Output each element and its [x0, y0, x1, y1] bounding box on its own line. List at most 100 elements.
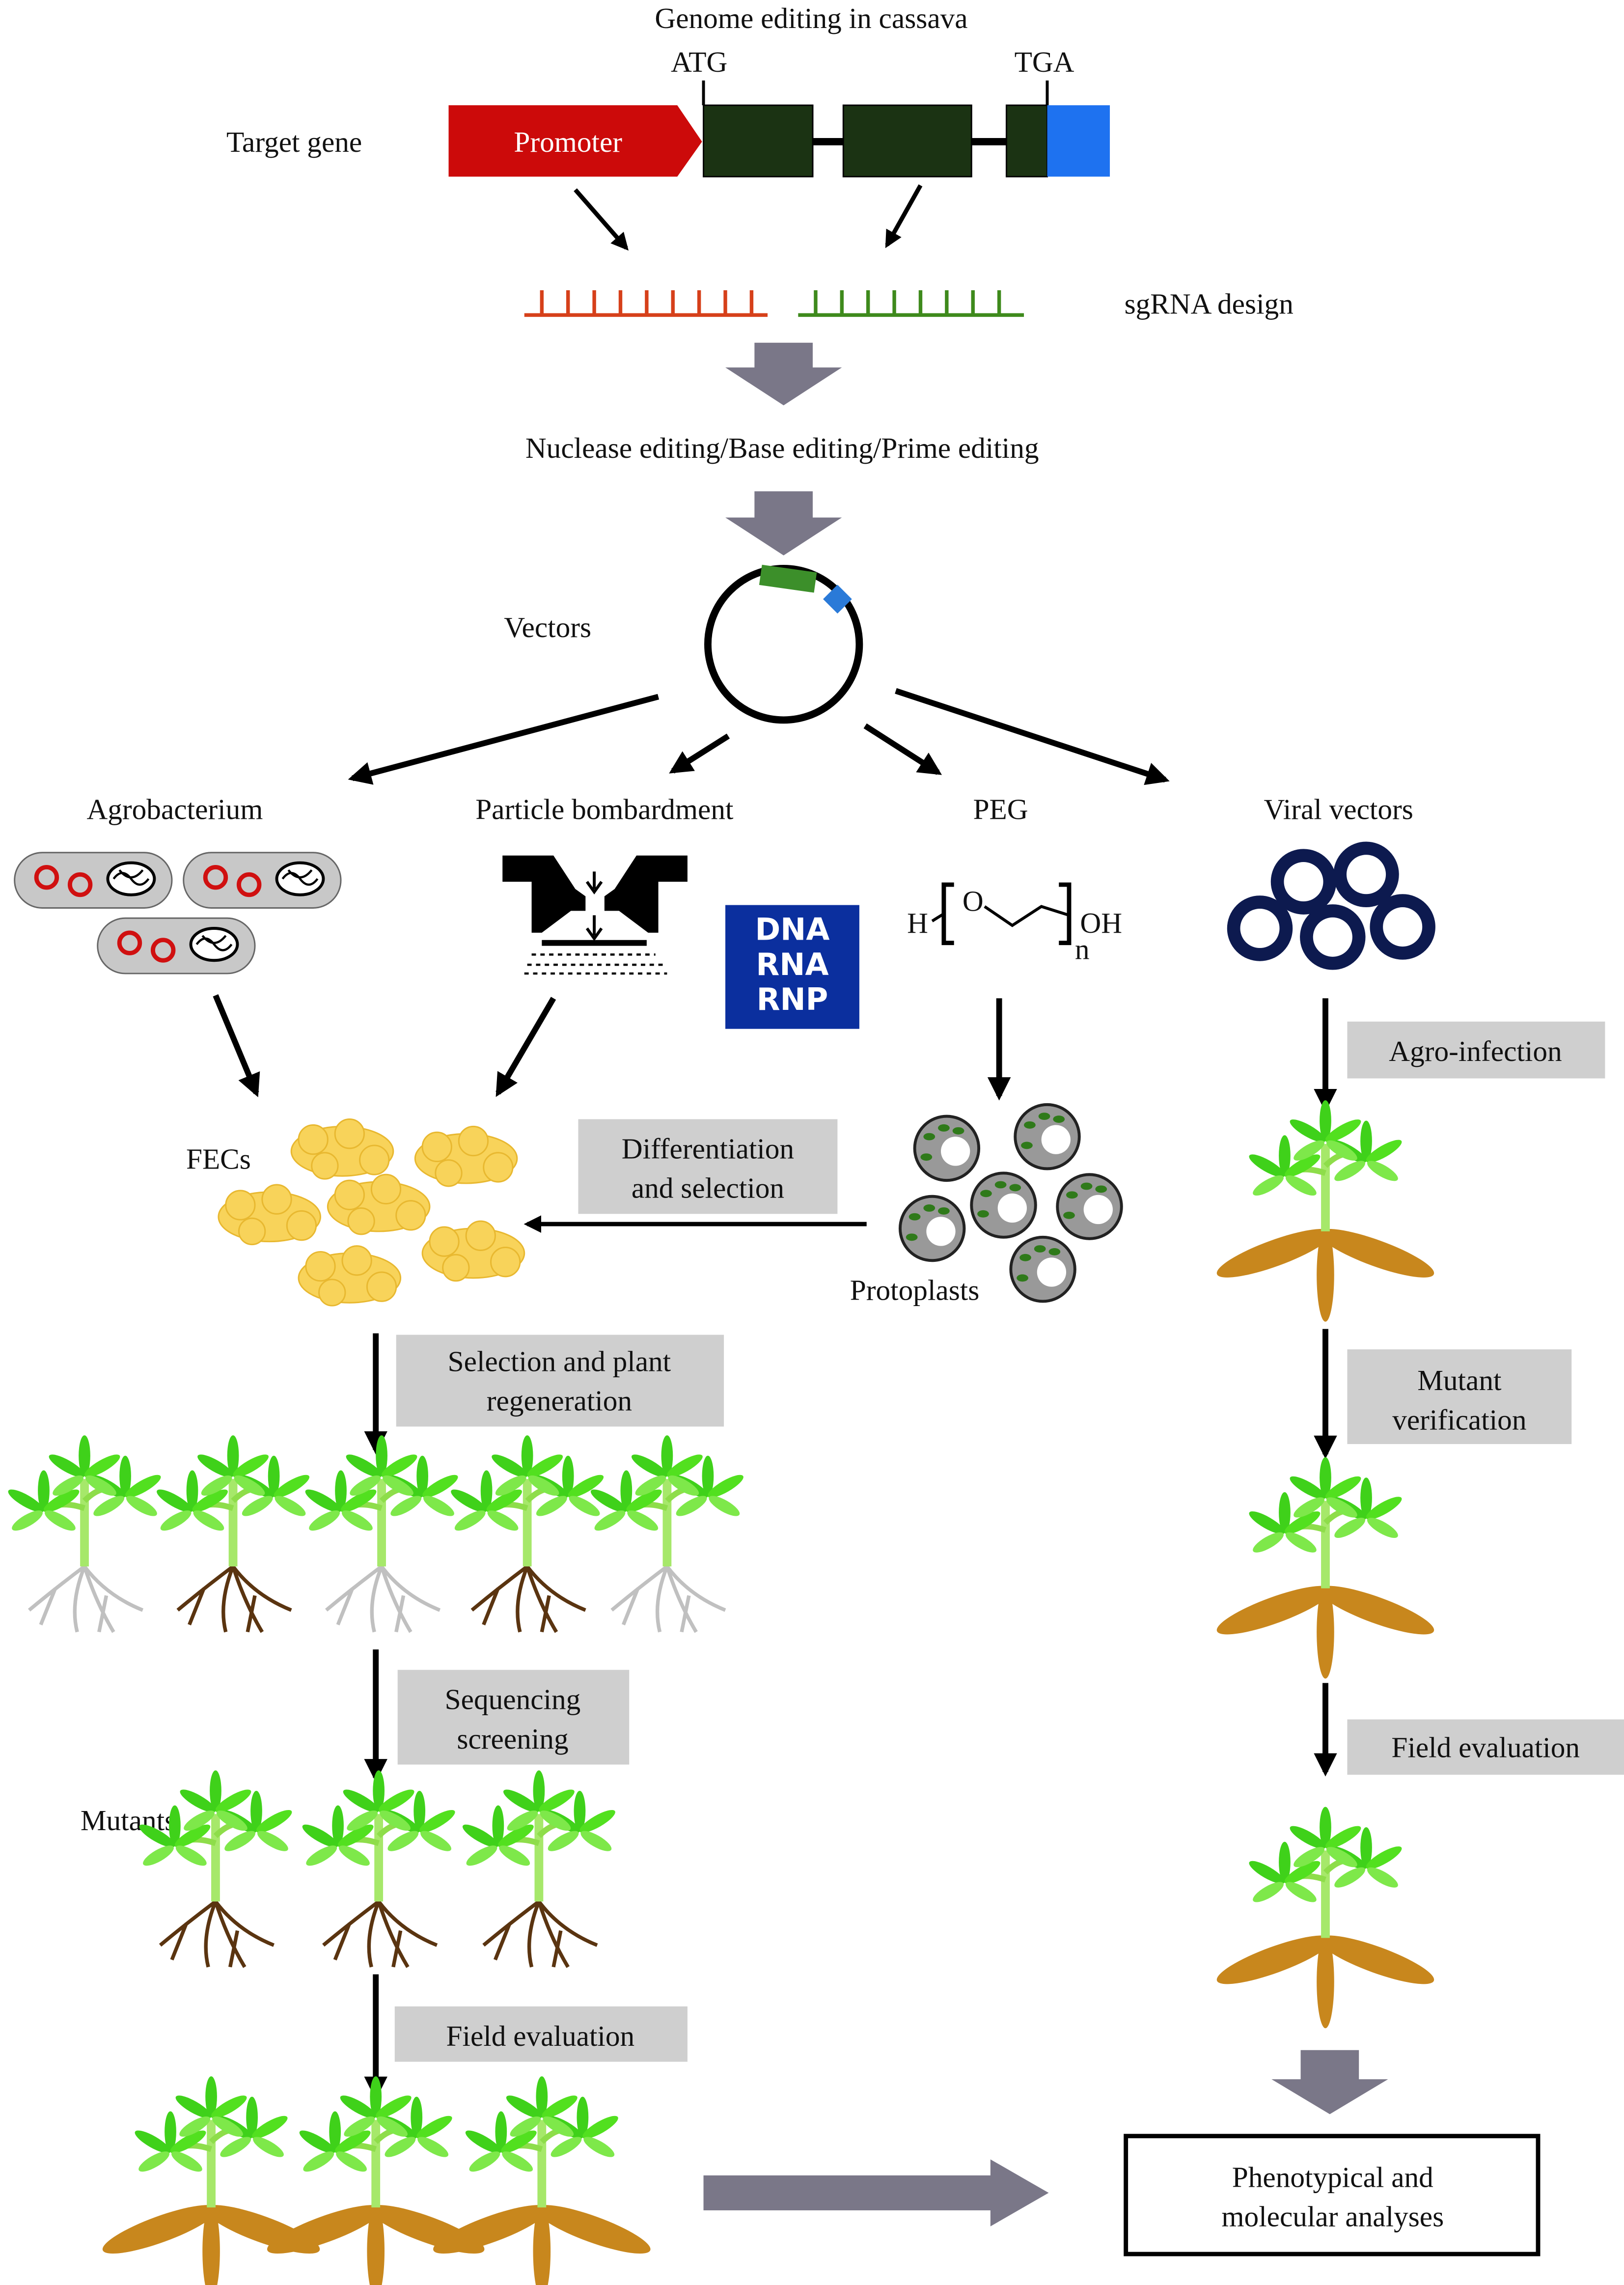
gene-gun-icon [502, 855, 688, 975]
exon-2 [842, 104, 972, 178]
mutant-verification-box [1347, 1349, 1572, 1444]
fec-cluster [298, 1245, 402, 1307]
arrow [863, 723, 942, 775]
plantlet-with-roots [303, 1435, 461, 1633]
agrobacterium-cell [14, 852, 173, 909]
selection-label-1: Selection and plant [448, 1345, 671, 1378]
cassava-plant-with-tubers [1212, 1457, 1438, 1679]
final-analysis-box [1124, 2134, 1541, 2257]
gray-arrow-down [725, 491, 842, 556]
protoplast [913, 1115, 981, 1182]
cargo-rnp: RNP [757, 981, 828, 1017]
utr-block [1047, 105, 1110, 177]
peg-o: O [963, 885, 984, 917]
selection-box [396, 1335, 724, 1427]
final-analysis-label-1: Phenotypical and [1232, 2161, 1433, 2194]
cargo-box [725, 905, 859, 1029]
field-evaluation-left-label: Field evaluation [446, 2020, 635, 2052]
plantlet-with-roots [588, 1435, 746, 1633]
viral-particles [1227, 841, 1435, 970]
fec-cluster [218, 1184, 321, 1246]
sgrna-combs [524, 290, 1024, 317]
cassava-plant-with-tubers [1212, 1807, 1438, 2029]
protoplast [1009, 1235, 1076, 1303]
final-analysis-label-2: molecular analyses [1221, 2201, 1444, 2233]
sgrna-comb-red [524, 290, 768, 317]
agro-infection-label: Agro-infection [1389, 1035, 1562, 1067]
gray-arrow-right [703, 2159, 1049, 2227]
protoplast-cells [898, 1103, 1123, 1303]
diagram-title: Genome editing in cassava [655, 2, 967, 34]
exon-3 [1005, 104, 1048, 178]
cargo-dna: DNA [755, 912, 829, 947]
field-evaluation-right-label: Field evaluation [1391, 1731, 1580, 1764]
mutants-label: Mutants [81, 1804, 176, 1837]
gray-arrow-down [725, 342, 842, 406]
stop-codon-label: TGA [1015, 46, 1074, 78]
method-viral-vectors: Viral vectors [1264, 793, 1413, 826]
editing-label: Nuclease editing/Base editing/Prime edit… [525, 432, 1039, 464]
fec-cluster [414, 1125, 518, 1187]
target-gene-label: Target gene [226, 126, 362, 158]
plantlet-with-roots [300, 1770, 458, 1968]
differentiation-box [578, 1119, 838, 1214]
gray-arrow-down [1271, 2050, 1388, 2115]
protoplasts-label: Protoplasts [850, 1274, 980, 1306]
agrobacterium-cell [97, 917, 256, 975]
plantlet-with-roots [154, 1435, 312, 1633]
vectors-label: Vectors [504, 611, 591, 643]
cassava-plant-with-tubers [263, 2076, 489, 2285]
plantlet-with-roots [5, 1435, 164, 1633]
agrobacterium-cells [14, 852, 342, 975]
peg-n: n [1075, 933, 1090, 965]
differentiation-label-2: and selection [632, 1172, 784, 1204]
arrow [495, 997, 556, 1097]
method-agrobacterium: Agrobacterium [86, 793, 263, 826]
sgrna-label: sgRNA design [1125, 287, 1294, 320]
promoter-label: Promoter [514, 126, 622, 158]
agro-infection-box [1347, 1021, 1605, 1079]
sequencing-label-2: screening [457, 1723, 568, 1755]
fecs-label: FECs [186, 1142, 251, 1175]
sequencing-label-1: Sequencing [445, 1683, 581, 1716]
arrow [348, 694, 660, 785]
method-particle-bombardment: Particle bombardment [475, 793, 734, 826]
arrow [213, 994, 260, 1097]
fec-cluster [327, 1173, 431, 1235]
arrow [885, 184, 923, 249]
cassava-plant-with-tubers [429, 2076, 655, 2285]
promoter-block [448, 105, 702, 177]
plasmid-vector [704, 564, 863, 724]
sgrna-comb-green [798, 290, 1024, 317]
fec-cluster [290, 1118, 394, 1180]
sequencing-box [397, 1670, 630, 1765]
gene-structure [448, 80, 1110, 178]
mutant-verification-label-2: verification [1392, 1403, 1526, 1436]
plantlet-with-roots [137, 1770, 295, 1968]
agrobacterium-cell [183, 852, 342, 909]
arrow [669, 733, 730, 774]
plantlet-with-roots [460, 1770, 618, 1968]
field-evaluation-right-box [1347, 1719, 1624, 1775]
selection-label-2: regeneration [487, 1385, 632, 1417]
plants [5, 1100, 1438, 2285]
peg-h: H [907, 907, 928, 939]
protoplast [1014, 1103, 1081, 1170]
peg-oh: OH [1080, 907, 1122, 939]
cassava-plant-with-tubers [98, 2076, 325, 2285]
exon-1 [703, 104, 814, 178]
method-peg: PEG [973, 793, 1028, 826]
cassava-plant-with-tubers [1212, 1100, 1438, 1322]
fec-clusters [218, 1118, 525, 1307]
protoplast [1056, 1173, 1123, 1240]
peg-structure [931, 882, 1072, 946]
start-codon-label: ATG [671, 46, 727, 78]
fec-cluster [421, 1220, 525, 1282]
protoplast [970, 1171, 1037, 1239]
field-evaluation-left-box [394, 2006, 688, 2062]
protoplast [898, 1195, 966, 1262]
plantlet-with-roots [448, 1435, 606, 1633]
arrow [895, 688, 1170, 785]
arrow [574, 188, 629, 251]
